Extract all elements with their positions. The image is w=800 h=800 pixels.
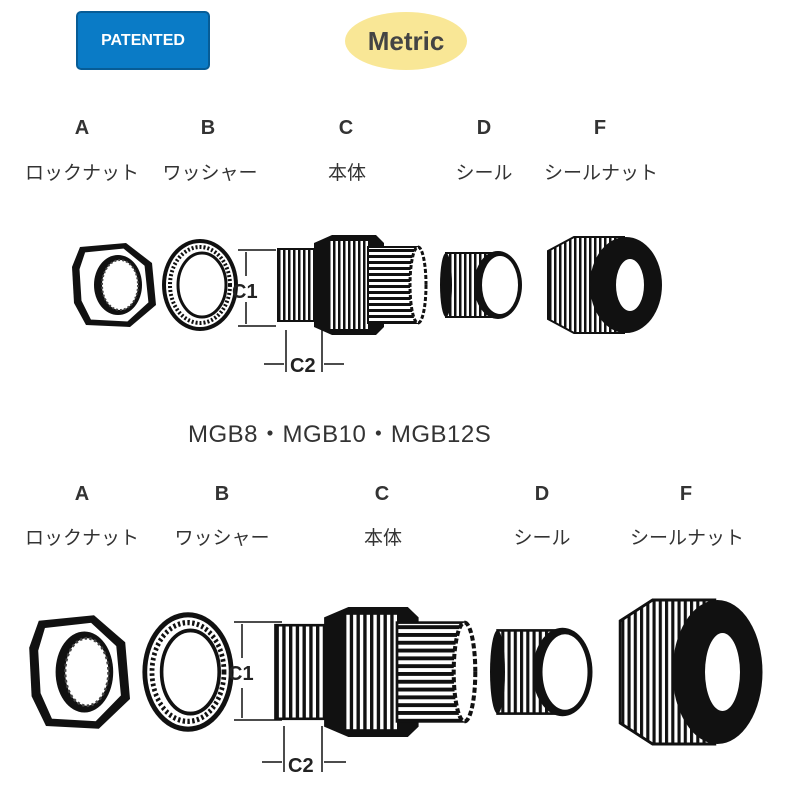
- row1-letter-c: C: [338, 117, 354, 139]
- row1-letter-a: A: [74, 117, 90, 139]
- row1-body-part: [276, 233, 428, 337]
- row2-body-part: [276, 607, 476, 737]
- row2-name-sealnut: シールナット: [629, 528, 745, 549]
- row2-letter-f: F: [679, 483, 693, 505]
- row1-dimension-lines: [238, 249, 344, 372]
- row1-name-locknut: ロックナット: [24, 163, 140, 184]
- row1-name-washer: ワッシャー: [162, 163, 258, 184]
- row1-name-body: 本体: [327, 163, 367, 184]
- model-label: MGB8・MGB10・MGB12S: [188, 421, 492, 448]
- row2-letter-b: B: [214, 483, 230, 505]
- row2-name-seal: シール: [513, 528, 571, 549]
- row1-name-sealnut: シールナット: [543, 163, 659, 184]
- row1-locknut-part: [70, 241, 158, 329]
- row2-washer-part: [142, 612, 233, 732]
- row1-c1-label: C1: [232, 281, 258, 303]
- row1-letter-d: D: [476, 117, 492, 139]
- row2-letter-a: A: [74, 483, 90, 505]
- patented-badge: PATENTED: [76, 11, 210, 70]
- row2-locknut-part: [29, 615, 130, 728]
- row1-name-seal: シール: [455, 163, 513, 184]
- row1-letter-f: F: [593, 117, 607, 139]
- row2-dimension-lines: [234, 621, 346, 772]
- row2-sealnut-part: [618, 598, 764, 746]
- row2-letter-d: D: [534, 483, 550, 505]
- row2-seal-part: [488, 626, 594, 718]
- row1-c2-label: C2: [290, 355, 316, 377]
- row2-name-locknut: ロックナット: [24, 528, 140, 549]
- metric-badge: Metric: [345, 12, 467, 70]
- row2-c1-label: C1: [228, 663, 254, 685]
- row1-sealnut-part: [547, 236, 663, 334]
- row2-name-washer: ワッシャー: [174, 528, 270, 549]
- row2-c2-label: C2: [288, 755, 314, 777]
- row1-letter-b: B: [200, 117, 216, 139]
- row1-washer-part: [160, 237, 240, 333]
- row2-letter-c: C: [374, 483, 390, 505]
- row2-name-body: 本体: [363, 528, 403, 549]
- row1-seal-part: [439, 250, 523, 320]
